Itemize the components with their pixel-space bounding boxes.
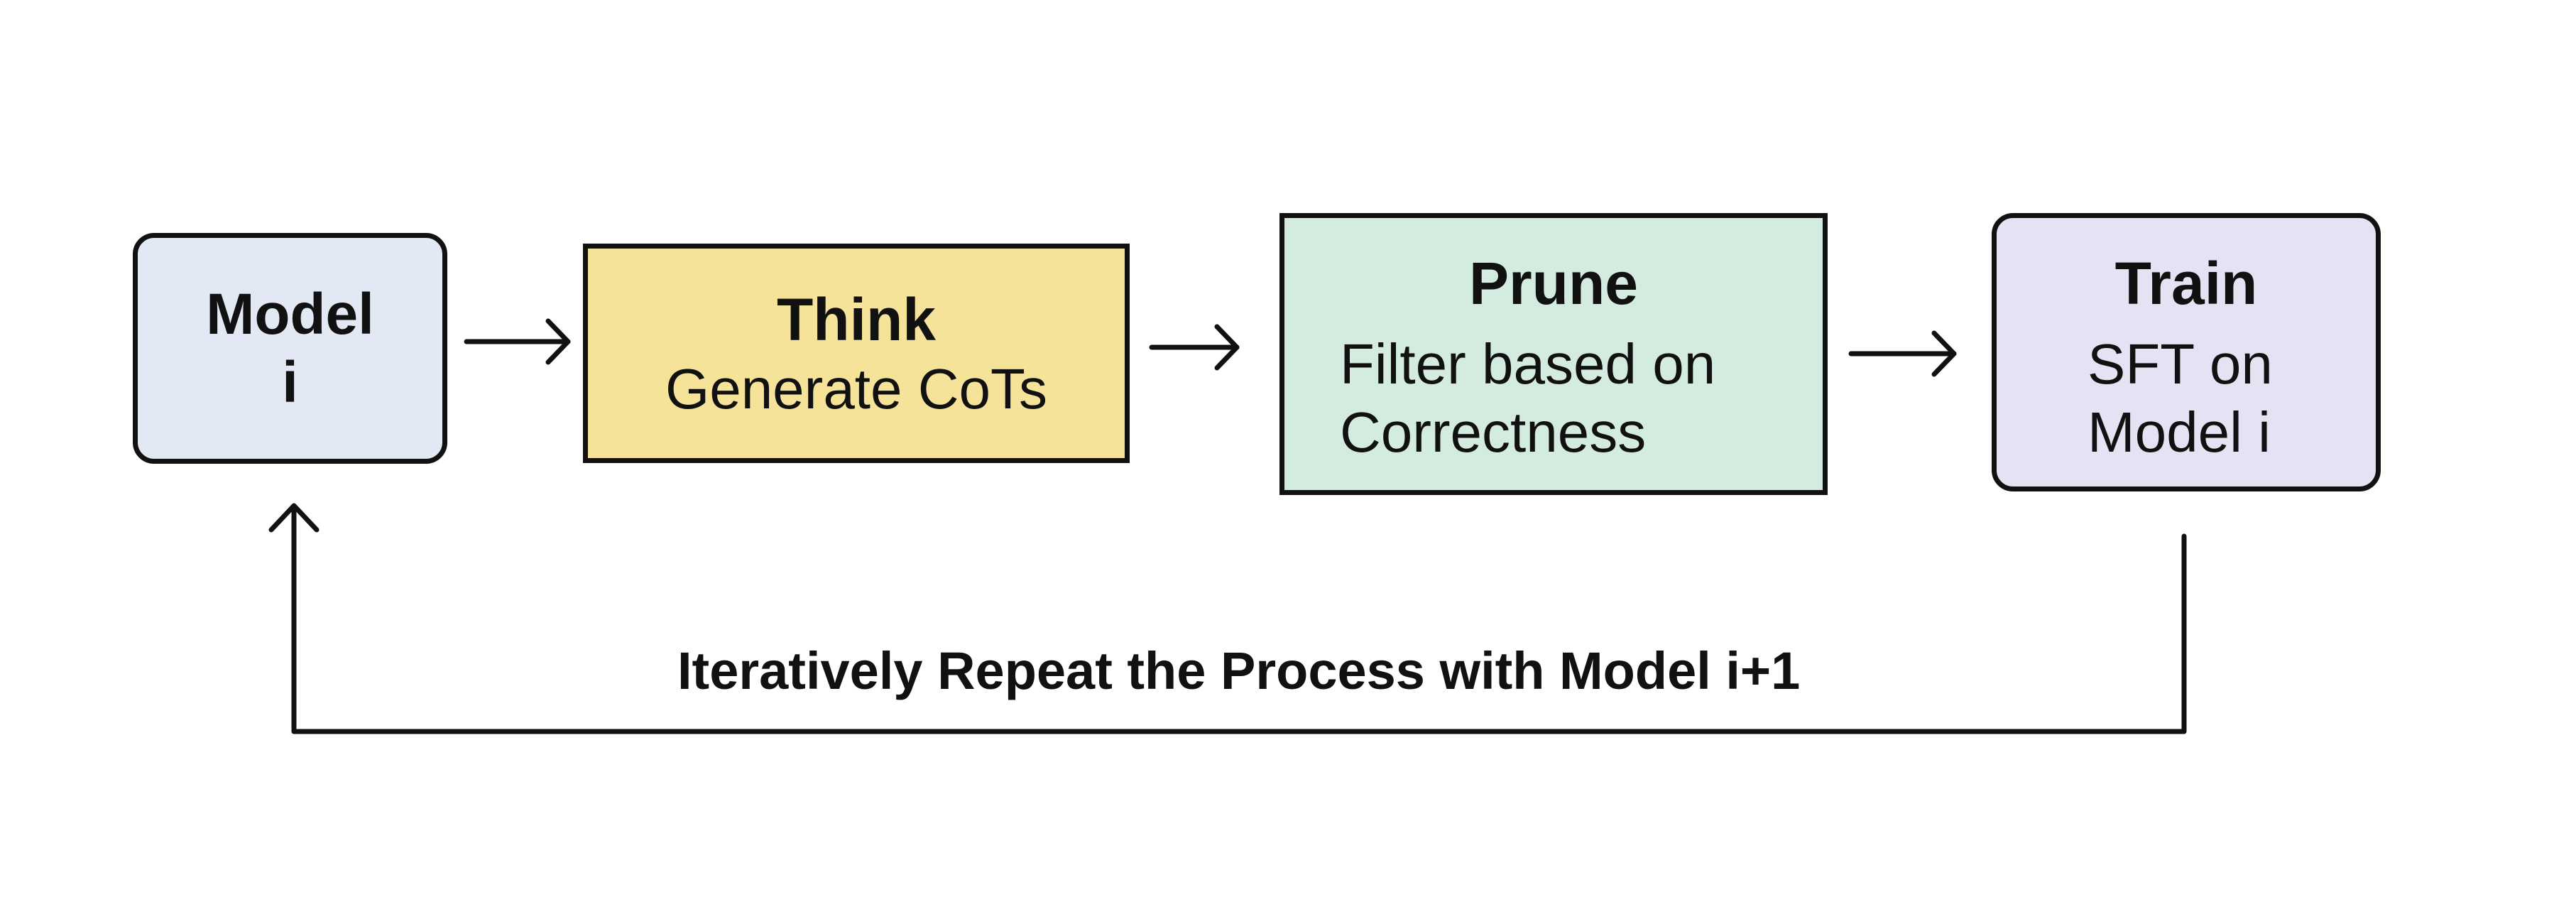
prune-node-title: Prune xyxy=(1468,250,1639,317)
arrow-prune-to-train xyxy=(1848,330,1957,377)
train-node: Train SFT on Model i xyxy=(1992,213,2381,491)
train-node-subtitle: SFT on Model i xyxy=(2087,330,2273,467)
model-node-line-2: i xyxy=(282,349,298,415)
think-node-title: Think xyxy=(777,286,936,353)
think-node-subtitle: Generate CoTs xyxy=(665,357,1048,420)
prune-node-subtitle: Filter based on Correctness xyxy=(1340,330,1715,467)
prune-node-subtitle-line-1: Filter based on xyxy=(1340,332,1716,396)
think-node: Think Generate CoTs xyxy=(583,244,1130,463)
train-node-subtitle-line-1: SFT on xyxy=(2087,332,2273,396)
model-node: Model i xyxy=(133,233,447,464)
arrow-model-to-think xyxy=(464,318,571,365)
train-node-title: Train xyxy=(2114,250,2258,317)
prune-node: Prune Filter based on Correctness xyxy=(1279,213,1828,495)
loop-label: Iteratively Repeat the Process with Mode… xyxy=(677,641,1801,700)
prune-node-subtitle-line-2: Correctness xyxy=(1340,401,1647,464)
arrow-think-to-prune xyxy=(1149,324,1240,371)
model-node-line-1: Model xyxy=(206,281,374,347)
train-node-subtitle-line-2: Model i xyxy=(2087,401,2271,464)
loop-arrow-train-to-model xyxy=(268,503,2187,734)
